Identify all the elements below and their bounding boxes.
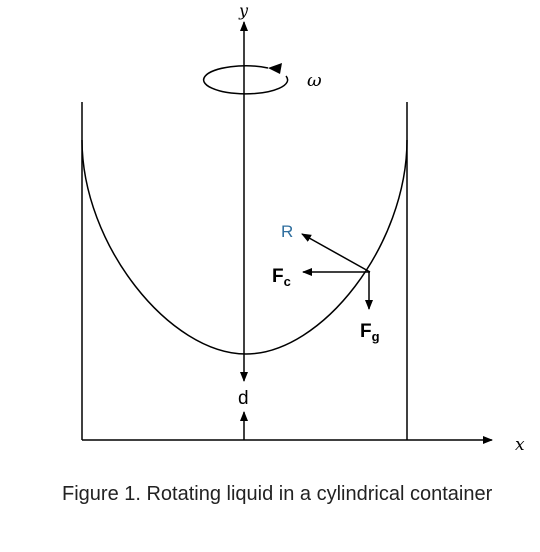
figure-caption: Figure 1. Rotating liquid in a cylindric… <box>62 483 493 505</box>
depth-label: d <box>238 388 249 409</box>
radius-arrow <box>301 233 371 273</box>
fc-label: Fc <box>272 266 291 289</box>
y-axis-label: y <box>238 1 249 20</box>
rotation-arrowhead <box>268 63 282 74</box>
fg-label: Fg <box>360 321 380 344</box>
rotation-ellipse <box>202 65 289 95</box>
omega-label: ω <box>307 70 322 91</box>
liquid-surface-curve <box>81 139 408 355</box>
radius-label: R <box>281 222 293 241</box>
x-axis-label: x <box>515 435 525 455</box>
